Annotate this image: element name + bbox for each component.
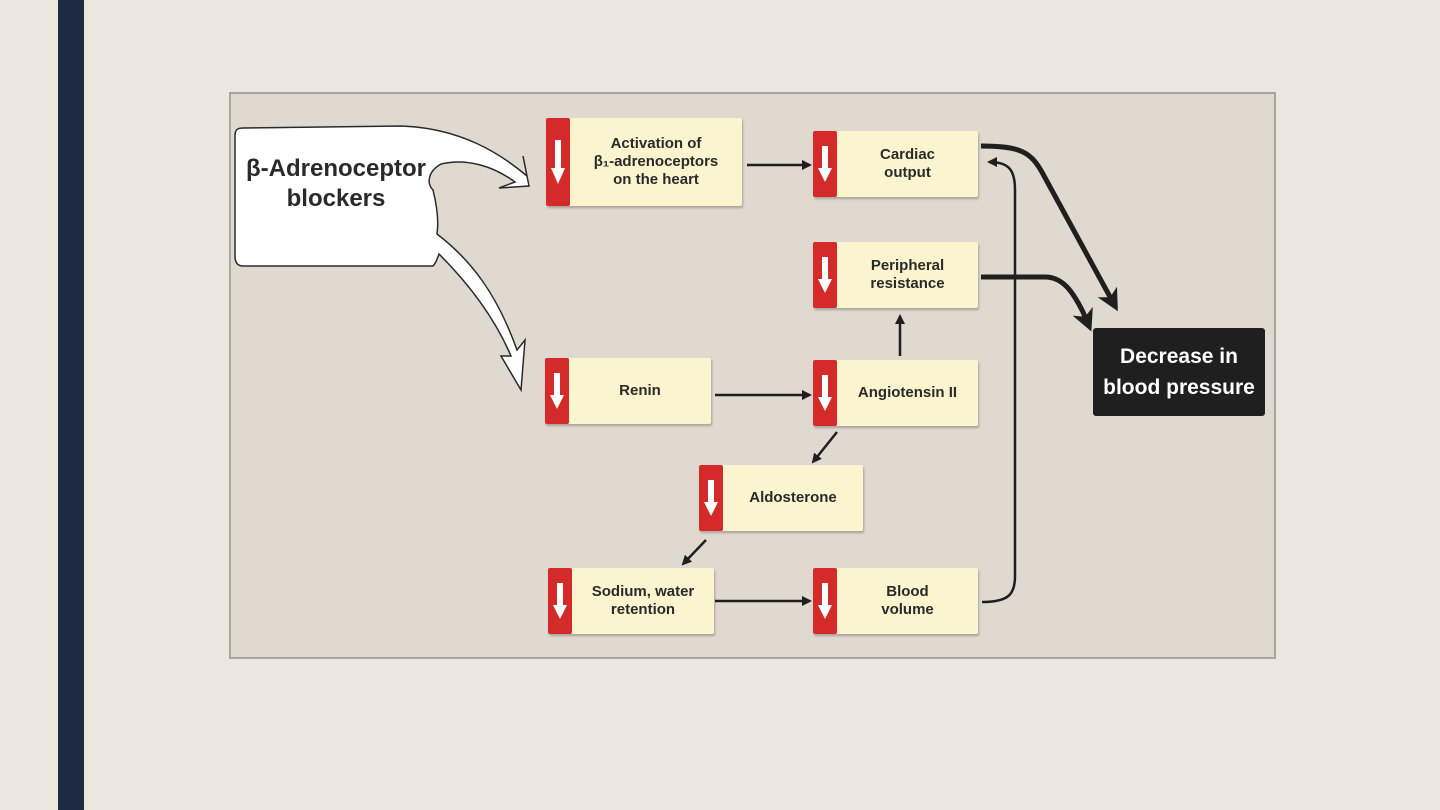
beta-blocker-mechanism-diagram: β-Adrenoceptor blockers Activation of β₁… bbox=[229, 92, 1276, 659]
down-arrow-icon bbox=[813, 568, 837, 634]
down-arrow-icon bbox=[546, 118, 570, 206]
node-blood-volume: Blood volume bbox=[813, 568, 978, 634]
node-renin-label: Renin bbox=[619, 382, 661, 399]
drug-label: β-Adrenoceptor blockers bbox=[246, 155, 426, 212]
arrow-cardiac-to-bp bbox=[980, 143, 1118, 312]
down-arrow-icon bbox=[548, 568, 572, 634]
arrow-resistance-to-bp bbox=[981, 274, 1093, 332]
outcome-decrease-bp: Decrease in blood pressure bbox=[1093, 328, 1265, 416]
node-sodium-water-label: Sodium, water retention bbox=[591, 583, 695, 618]
blocker-callout bbox=[234, 125, 530, 393]
node-aldosterone-label: Aldosterone bbox=[749, 489, 837, 506]
node-blood-volume-label: Blood volume bbox=[881, 583, 934, 618]
node-peripheral-resistance: Peripheral resistance bbox=[813, 242, 978, 308]
sidebar-stripe bbox=[58, 0, 84, 810]
node-angiotensin-label: Angiotensin II bbox=[857, 384, 958, 401]
connector-arrows bbox=[234, 125, 1118, 606]
down-arrow-icon bbox=[813, 360, 837, 426]
down-arrow-icon bbox=[699, 465, 723, 531]
down-arrow-icon bbox=[813, 131, 837, 197]
node-angiotensin: Angiotensin II bbox=[813, 360, 978, 426]
arrow-angiotensin-to-aldosterone bbox=[811, 431, 838, 464]
node-cardiac-output-label: Cardiac output bbox=[879, 146, 936, 181]
node-aldosterone: Aldosterone bbox=[699, 465, 863, 531]
node-activation-label: Activation of β₁-adrenoceptors on the he… bbox=[593, 135, 719, 188]
down-arrow-icon bbox=[813, 242, 837, 308]
arrow-volume-to-cardiac bbox=[981, 157, 1017, 604]
node-activation: Activation of β₁-adrenoceptors on the he… bbox=[546, 118, 742, 206]
node-cardiac-output: Cardiac output bbox=[813, 131, 978, 197]
node-renin: Renin bbox=[545, 358, 711, 424]
down-arrow-icon bbox=[545, 358, 569, 424]
node-sodium-water: Sodium, water retention bbox=[548, 568, 714, 634]
arrow-aldosterone-to-sodium bbox=[681, 539, 707, 566]
node-peripheral-resistance-label: Peripheral resistance bbox=[870, 257, 945, 292]
